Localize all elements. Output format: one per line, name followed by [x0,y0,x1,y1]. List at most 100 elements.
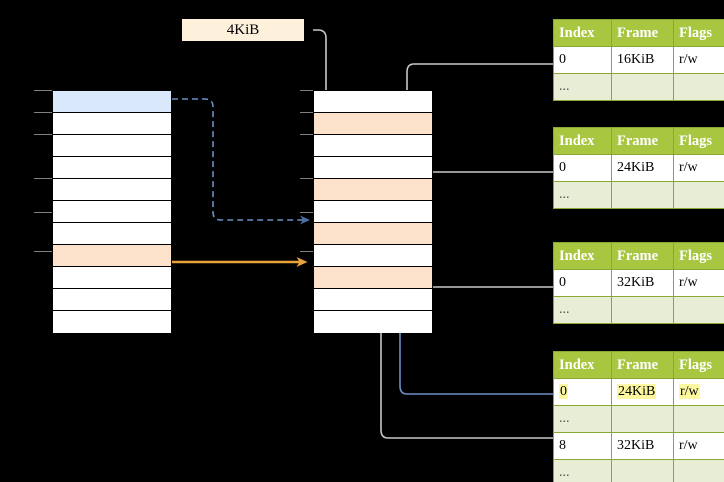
memory-row[interactable] [314,289,432,311]
memory-row[interactable] [314,311,432,333]
table-header-row: Index Frame Flags [553,351,724,379]
memory-row[interactable] [53,289,171,311]
table-row[interactable]: ... [553,73,724,101]
cell-frame [611,459,674,482]
physical-memory-column [313,90,433,333]
memory-row[interactable] [53,157,171,179]
page-table-2: Index Frame Flags 0 24KiB r/w ... [553,127,724,209]
memory-row[interactable] [53,245,171,267]
cell-flags-text: r/w [679,384,700,399]
memory-row[interactable] [314,135,432,157]
table-row[interactable]: ... [553,181,724,209]
page-table-4: Index Frame Flags 0 24KiB r/w ... 8 32Ki… [553,351,724,482]
tick-mark [300,90,313,91]
memory-row[interactable] [314,157,432,179]
cell-frame: 32KiB [611,432,674,460]
virtual-address-space-column [52,90,172,333]
cell-frame-text: 24KiB [617,384,657,399]
cell-flags: r/w [673,46,724,74]
cell-flags [673,296,724,324]
cell-index: ... [553,405,612,433]
memory-row[interactable] [53,311,171,333]
tick-mark [34,90,52,91]
column-header-flags: Flags [673,242,724,270]
memory-row[interactable] [314,91,432,113]
cell-frame [611,181,674,209]
memory-row[interactable] [314,267,432,289]
column-header-index: Index [553,242,612,270]
table-header-row: Index Frame Flags [553,242,724,270]
memory-row[interactable] [53,91,171,113]
cell-frame [611,405,674,433]
tick-mark [300,212,313,213]
table-row[interactable]: ... [553,459,724,482]
cell-flags [673,459,724,482]
column-header-frame: Frame [611,127,674,155]
cell-frame [611,296,674,324]
memory-row[interactable] [314,245,432,267]
column-header-index: Index [553,127,612,155]
cell-frame: 24KiB [611,154,674,182]
memory-row[interactable] [53,223,171,245]
cell-index: ... [553,296,612,324]
cell-frame: 16KiB [611,46,674,74]
table-row[interactable]: 0 16KiB r/w [553,46,724,74]
cell-flags [673,405,724,433]
memory-row[interactable] [53,201,171,223]
table-row[interactable]: ... [553,296,724,324]
tick-mark [300,134,313,135]
memory-row[interactable] [53,113,171,135]
cell-index: ... [553,459,612,482]
cell-index: 0 [553,154,612,182]
cell-index: 8 [553,432,612,460]
column-header-index: Index [553,19,612,47]
table-row[interactable]: 0 24KiB r/w [553,154,724,182]
memory-row[interactable] [314,179,432,201]
column-header-frame: Frame [611,351,674,379]
cell-frame [611,73,674,101]
cell-index: ... [553,181,612,209]
tick-mark [34,251,52,252]
column-header-index: Index [553,351,612,379]
memory-row[interactable] [314,223,432,245]
column-header-frame: Frame [611,19,674,47]
page-size-label: 4KiB [182,19,304,41]
tick-mark [300,112,313,113]
table-row[interactable]: ... [553,405,724,433]
table-header-row: Index Frame Flags [553,127,724,155]
table-row[interactable]: 0 24KiB r/w [553,378,724,406]
table-header-row: Index Frame Flags [553,19,724,47]
tick-mark [34,178,52,179]
memory-row[interactable] [314,201,432,223]
tick-mark [34,212,52,213]
cell-flags: r/w [673,432,724,460]
cell-index-text: 0 [559,384,568,399]
memory-row[interactable] [53,179,171,201]
cell-flags [673,181,724,209]
column-header-frame: Frame [611,242,674,270]
column-header-flags: Flags [673,19,724,47]
cell-index: ... [553,73,612,101]
table-row[interactable]: 8 32KiB r/w [553,432,724,460]
tick-mark [300,251,313,252]
column-header-flags: Flags [673,351,724,379]
cell-index: 0 [553,269,612,297]
cell-flags: r/w [673,154,724,182]
memory-row[interactable] [314,113,432,135]
page-table-3: Index Frame Flags 0 32KiB r/w ... [553,242,724,324]
tick-mark [34,112,52,113]
cell-flags: r/w [673,378,724,406]
page-size-label-text: 4KiB [226,22,260,38]
cell-frame: 32KiB [611,269,674,297]
memory-row[interactable] [53,135,171,157]
tick-mark [34,134,52,135]
column-header-flags: Flags [673,127,724,155]
memory-row[interactable] [53,267,171,289]
cell-index: 0 [553,378,612,406]
cell-flags: r/w [673,269,724,297]
cell-flags [673,73,724,101]
cell-index: 0 [553,46,612,74]
table-row[interactable]: 0 32KiB r/w [553,269,724,297]
tick-mark [300,178,313,179]
